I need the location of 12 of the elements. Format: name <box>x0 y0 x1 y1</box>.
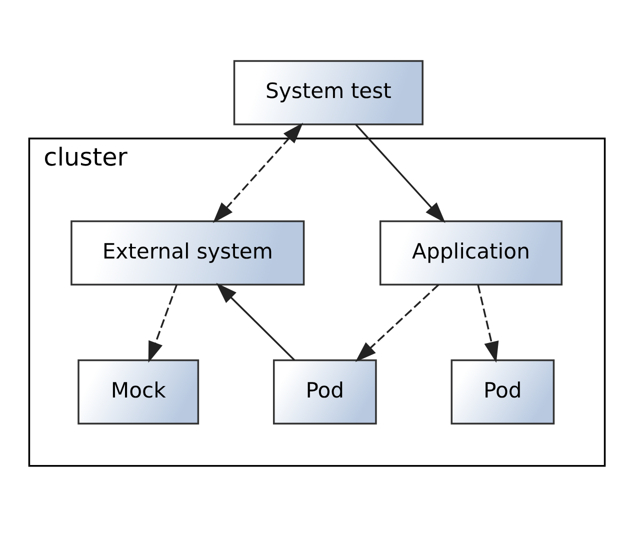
arrow <box>148 284 178 363</box>
node-box: Pod <box>450 359 555 425</box>
node-box: Mock <box>78 359 200 425</box>
node-box: Application <box>379 220 563 286</box>
node-box: System test <box>233 60 424 126</box>
node-box: Pod <box>273 359 377 425</box>
arrow <box>216 282 296 361</box>
arrow <box>477 284 499 363</box>
arrow <box>355 284 440 362</box>
arrow <box>355 124 446 223</box>
node-box: External system <box>70 220 305 286</box>
arrow <box>212 122 304 223</box>
